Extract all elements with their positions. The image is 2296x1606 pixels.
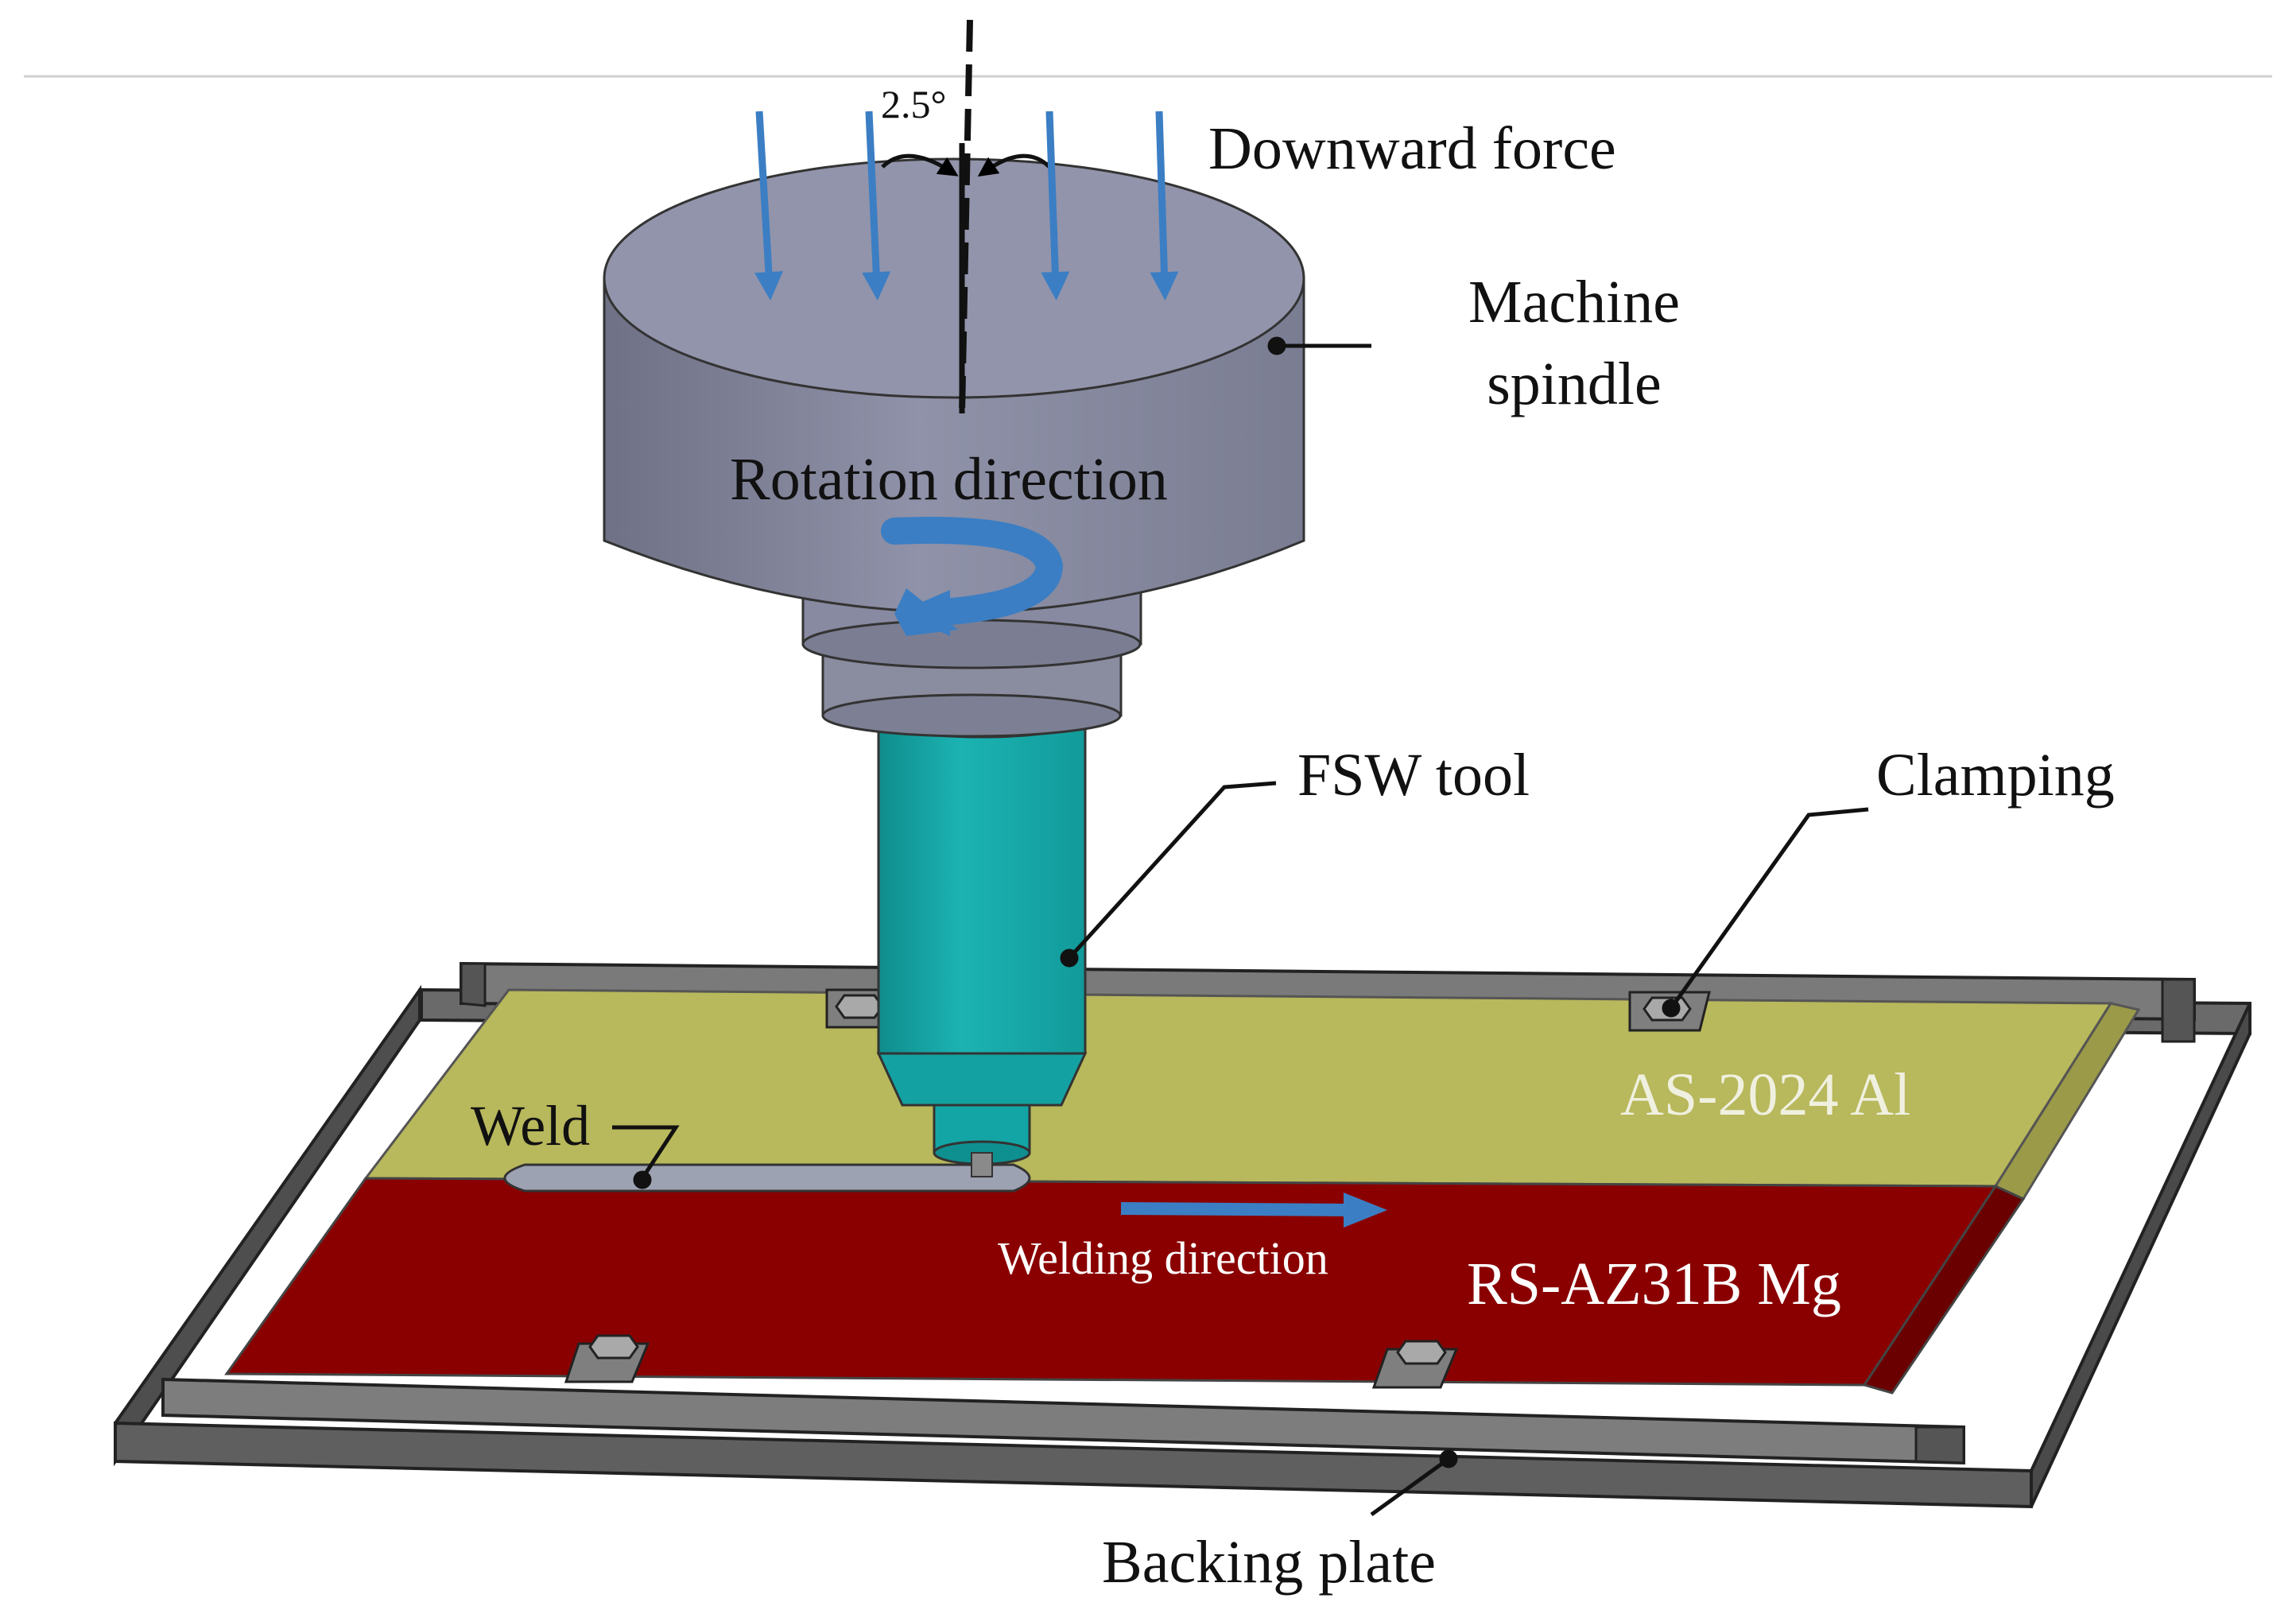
fsw-tool-leader (1068, 781, 1277, 960)
force-arrow-4 (1150, 111, 1179, 301)
rotation-direction-label: Rotation direction (730, 446, 1168, 513)
magnesium-plate (224, 1177, 2026, 1395)
backing-plate-leader (1370, 1457, 1450, 1517)
backing-plate-label: Backing plate (1102, 1529, 1436, 1596)
retreating-side-label: RS-AZ31B Mg (1467, 1251, 1841, 1317)
angle-indicator (881, 153, 1051, 177)
machine-spindle (603, 157, 1305, 738)
welding-direction-arrow (1120, 1193, 1387, 1228)
machine-spindle-label-line1: Machine (1468, 269, 1680, 336)
machine-spindle-label-line2: spindle (1487, 351, 1662, 417)
downward-force-label: Downward force (1208, 115, 1616, 182)
spindle-axis-lines (959, 19, 973, 414)
clamping-leader (1669, 807, 1869, 1010)
force-arrow-3 (1041, 111, 1070, 301)
clamp-bottom-left (564, 1334, 650, 1383)
force-arrow-2 (862, 111, 891, 301)
force-arrow-1 (754, 111, 783, 301)
clamping-label: Clamping (1876, 742, 2115, 809)
advancing-side-label: AS-2024 Al (1620, 1061, 1910, 1128)
welding-direction-label: Welding direction (998, 1232, 1328, 1284)
leader-lines (612, 336, 1869, 1517)
angle-label: 2.5° (881, 82, 947, 126)
weld-leader (612, 1125, 680, 1180)
rotation-arrow (881, 516, 1064, 636)
downward-force-arrows (754, 111, 1179, 301)
fsw-tool (876, 700, 1088, 1177)
clamp-bottom-right (1371, 1340, 1459, 1389)
weld-label: Weld (471, 1094, 590, 1158)
fsw-tool-label: FSW tool (1297, 742, 1530, 809)
weld-seam (503, 1163, 1031, 1193)
